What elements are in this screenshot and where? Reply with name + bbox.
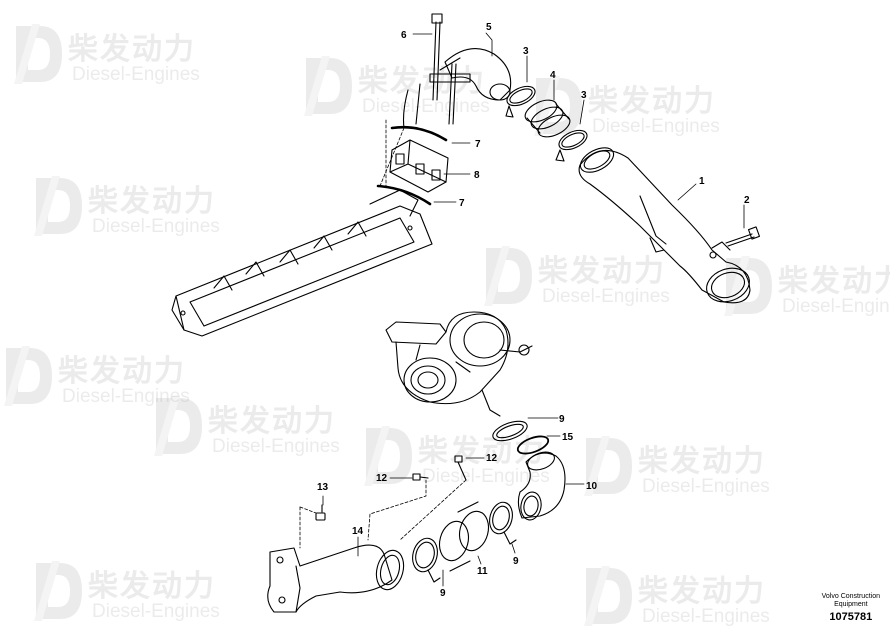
intake-manifold [171, 189, 433, 337]
watermark-brand-cn: 柴发动力 [778, 264, 890, 299]
watermark-logo-icon [584, 566, 632, 626]
watermark-logo-icon [584, 436, 632, 496]
watermark-brand-en: Diesel-Engines [92, 216, 220, 237]
diagram-number: 1075781 [829, 611, 873, 623]
part-10-elbow [517, 451, 566, 521]
callout-13: 13 [317, 482, 329, 493]
assembly-guide-lines [299, 119, 467, 549]
callout-14: 14 [352, 526, 364, 537]
callout-6: 6 [401, 30, 407, 41]
watermark: 柴发动力 Diesel-Engines [30, 555, 290, 629]
turbocharger [385, 311, 533, 417]
part-15-o-ring [516, 435, 550, 455]
part-1-pipe [578, 147, 751, 304]
callout-10: 10 [586, 481, 598, 492]
watermark: 柴发动力 Diesel-Engines [580, 430, 840, 520]
callout-3-upper: 3 [523, 46, 529, 57]
watermark-brand-cn: 柴发动力 [88, 569, 216, 604]
part-8-spacer [389, 139, 449, 193]
watermark-brand-cn: 柴发动力 [418, 434, 546, 469]
part-3-clamp-upper [505, 85, 536, 118]
watermark: 柴发动力 Diesel-Engines [580, 560, 840, 629]
callout-4: 4 [550, 70, 556, 81]
callout-7-lower: 7 [459, 198, 465, 209]
watermark-brand-en: Diesel-Engines [62, 386, 190, 407]
callout-9-right: 9 [513, 556, 519, 567]
watermark-brand-cn: 柴发动力 [638, 574, 766, 609]
part-7-gasket-lower [376, 184, 432, 206]
watermark-logo-icon [154, 396, 202, 456]
callout-15: 15 [562, 432, 574, 443]
watermark-brand-en: Diesel-Engines [642, 476, 770, 497]
part-12-bolt-left [412, 473, 429, 481]
callout-7-upper: 7 [475, 139, 481, 150]
callout-2: 2 [744, 195, 750, 206]
watermark-logo-icon [34, 176, 82, 236]
watermark-brand-cn: 柴发动力 [68, 32, 196, 67]
callout-5: 5 [486, 22, 492, 33]
watermark-brand-en: Diesel-Engines [72, 64, 200, 85]
watermark: 柴发动力 Diesel-Engines [480, 240, 740, 330]
part-9-clamp-turbo [492, 420, 528, 442]
callout-12-right: 12 [486, 453, 498, 464]
watermark: 柴发动力 Diesel-Engines [720, 250, 890, 340]
watermark-logo-icon [484, 246, 532, 306]
watermark-brand-en: Diesel-Engines [92, 601, 220, 622]
watermark-brand-cn: 柴发动力 [588, 84, 716, 119]
watermark-logo-icon [14, 24, 62, 84]
part-14-pipe [267, 544, 405, 613]
callout-1: 1 [699, 176, 705, 187]
watermark-logo-icon [34, 561, 82, 621]
caption-company: Volvo Construction [821, 593, 880, 600]
watermark-brand-en: Diesel-Engines [542, 286, 670, 307]
callout-8: 8 [474, 170, 480, 181]
part-12-bolt-right [454, 455, 467, 481]
callout-9-turbo: 9 [559, 414, 565, 425]
part-9-clamp-left [412, 537, 441, 583]
part-6-bolts [402, 13, 457, 129]
leader-lines [322, 32, 745, 587]
watermark-logo-icon [364, 426, 412, 486]
caption-division: Equipment [834, 601, 868, 608]
watermark-brand-en: Diesel-Engines [212, 436, 340, 457]
part-5-elbow [429, 48, 512, 101]
watermark: 柴发动力 Diesel-Engines [150, 390, 410, 480]
part-13-bolt [315, 504, 326, 521]
diagram-caption: Volvo Construction Equipment 1075781 [822, 593, 880, 623]
callout-11: 11 [477, 566, 488, 577]
watermark: 柴发动力 Diesel-Engines [360, 420, 620, 510]
callout-3-lower: 3 [581, 90, 587, 101]
watermark-brand-en: Diesel-Engines [642, 606, 770, 627]
watermark-brand-cn: 柴发动力 [538, 254, 666, 289]
watermark-brand-cn: 柴发动力 [88, 184, 216, 219]
watermark-brand-cn: 柴发动力 [638, 444, 766, 479]
watermark: 柴发动力 Diesel-Engines [10, 18, 270, 108]
callout-12-left: 12 [376, 473, 388, 484]
watermark: 柴发动力 Diesel-Engines [0, 340, 260, 430]
watermark-brand-cn: 柴发动力 [208, 404, 336, 439]
watermark-brand-cn: 柴发动力 [58, 354, 186, 389]
callout-9-left: 9 [440, 588, 446, 599]
part-2-bolt [725, 226, 761, 247]
part-4-hose [524, 99, 571, 138]
watermark-brand-en: Diesel-Engines [592, 116, 720, 137]
watermark: 柴发动力 Diesel-Engines [300, 50, 560, 140]
watermark-logo-icon [304, 56, 352, 116]
watermark-brand-en: Diesel-Engines [782, 296, 890, 317]
part-9-clamp-right [489, 501, 517, 545]
watermark: 柴发动力 Diesel-Engines [30, 170, 290, 260]
part-7-gasket-upper [390, 125, 448, 142]
part-3-clamp-lower [555, 129, 588, 162]
watermark-brand-en: Diesel-Engines [362, 96, 490, 117]
watermark-logo-icon [4, 346, 52, 406]
part-11-hose [438, 501, 490, 572]
watermark-brand-en: Diesel-Engines [422, 466, 550, 487]
